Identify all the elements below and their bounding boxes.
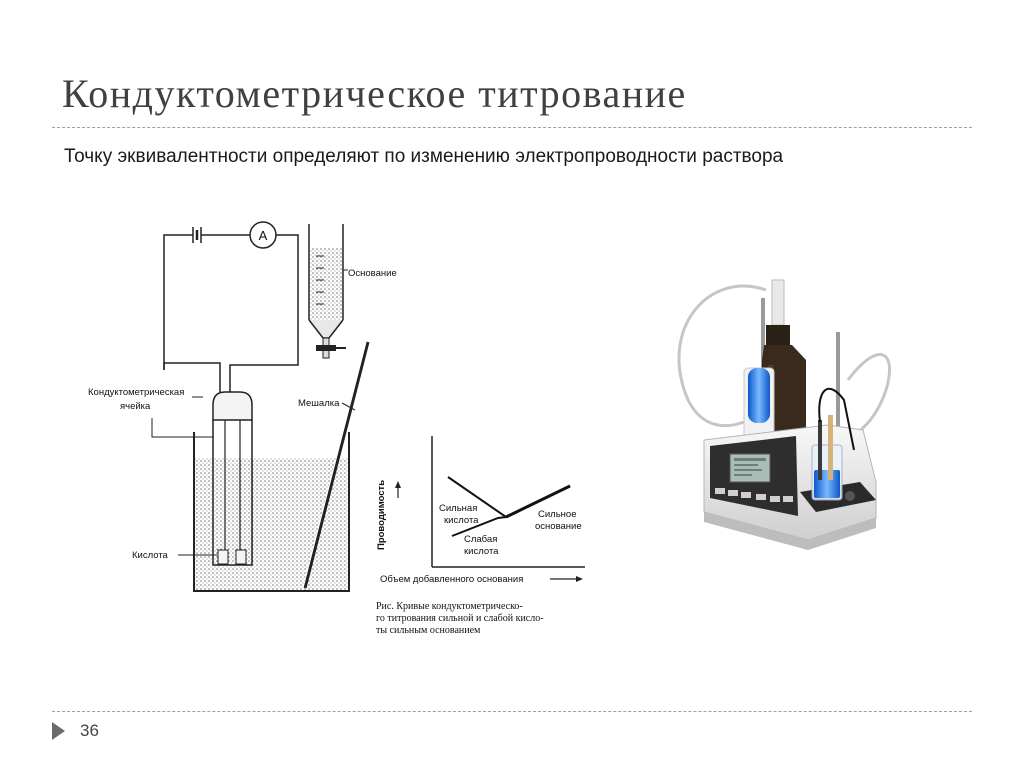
battery-icon [190, 227, 202, 243]
stand-rod [836, 332, 840, 482]
circuit-wire-left [163, 234, 190, 370]
base-label: Основание [348, 268, 397, 279]
x-axis-arrow [550, 576, 583, 582]
page-title: Кондуктометрическое титрование [62, 71, 687, 116]
circuit-wire-right [229, 234, 299, 392]
conductivity-graph [431, 436, 585, 568]
stirrer-rod [303, 341, 370, 589]
stirrer-label: Мешалка [298, 398, 340, 409]
strong-acid-label-line2: кислота [444, 515, 479, 526]
weak-acid-label: Слабая [464, 534, 497, 545]
strong-base-label: Сильное [538, 509, 576, 520]
ammeter-icon: A [249, 221, 277, 249]
electrode-rod [761, 298, 765, 378]
tubing-left [677, 284, 767, 428]
strong-acid-label: Сильная [439, 503, 477, 514]
cell-label-line2: ячейка [120, 401, 151, 412]
graph-y-label: Проводимость [376, 480, 387, 550]
beaker [193, 432, 350, 592]
electrode-cable [818, 387, 855, 451]
circuit-wire-cell [163, 362, 221, 392]
figure-caption-line2: го титрования сильной и слабой кисло- [376, 613, 544, 624]
title-divider [52, 127, 972, 128]
strong-base-label-line2: основание [535, 521, 582, 532]
weak-acid-curve [451, 516, 507, 537]
footer-divider [52, 711, 972, 712]
play-arrow-icon [52, 722, 65, 740]
cell-pointer [151, 418, 213, 438]
y-axis-arrow [395, 481, 401, 498]
figure-caption: Рис. Кривые кондуктометрическо- [376, 601, 523, 612]
cell-label: Кондуктометрическая [88, 387, 184, 398]
strong-base-curve [505, 484, 571, 519]
ammeter-label: A [259, 228, 268, 243]
figure-caption-line3: ты сильным основанием [376, 625, 481, 636]
burette-module [743, 367, 775, 459]
slide-subtitle: Точку эквивалентности определяют по изме… [64, 146, 784, 167]
conductometric-cell [212, 391, 253, 566]
graph-x-label: Объем добавленного основания [380, 574, 523, 585]
page-number: 36 [80, 721, 99, 740]
titrator-photo [648, 250, 912, 568]
weak-acid-label-line2: кислота [464, 546, 499, 557]
sample-beaker [811, 415, 843, 501]
burette [308, 224, 346, 359]
acid-label: Кислота [132, 550, 169, 561]
titration-diagram: A Основание Кондуктометрическая ячейка [88, 221, 585, 636]
